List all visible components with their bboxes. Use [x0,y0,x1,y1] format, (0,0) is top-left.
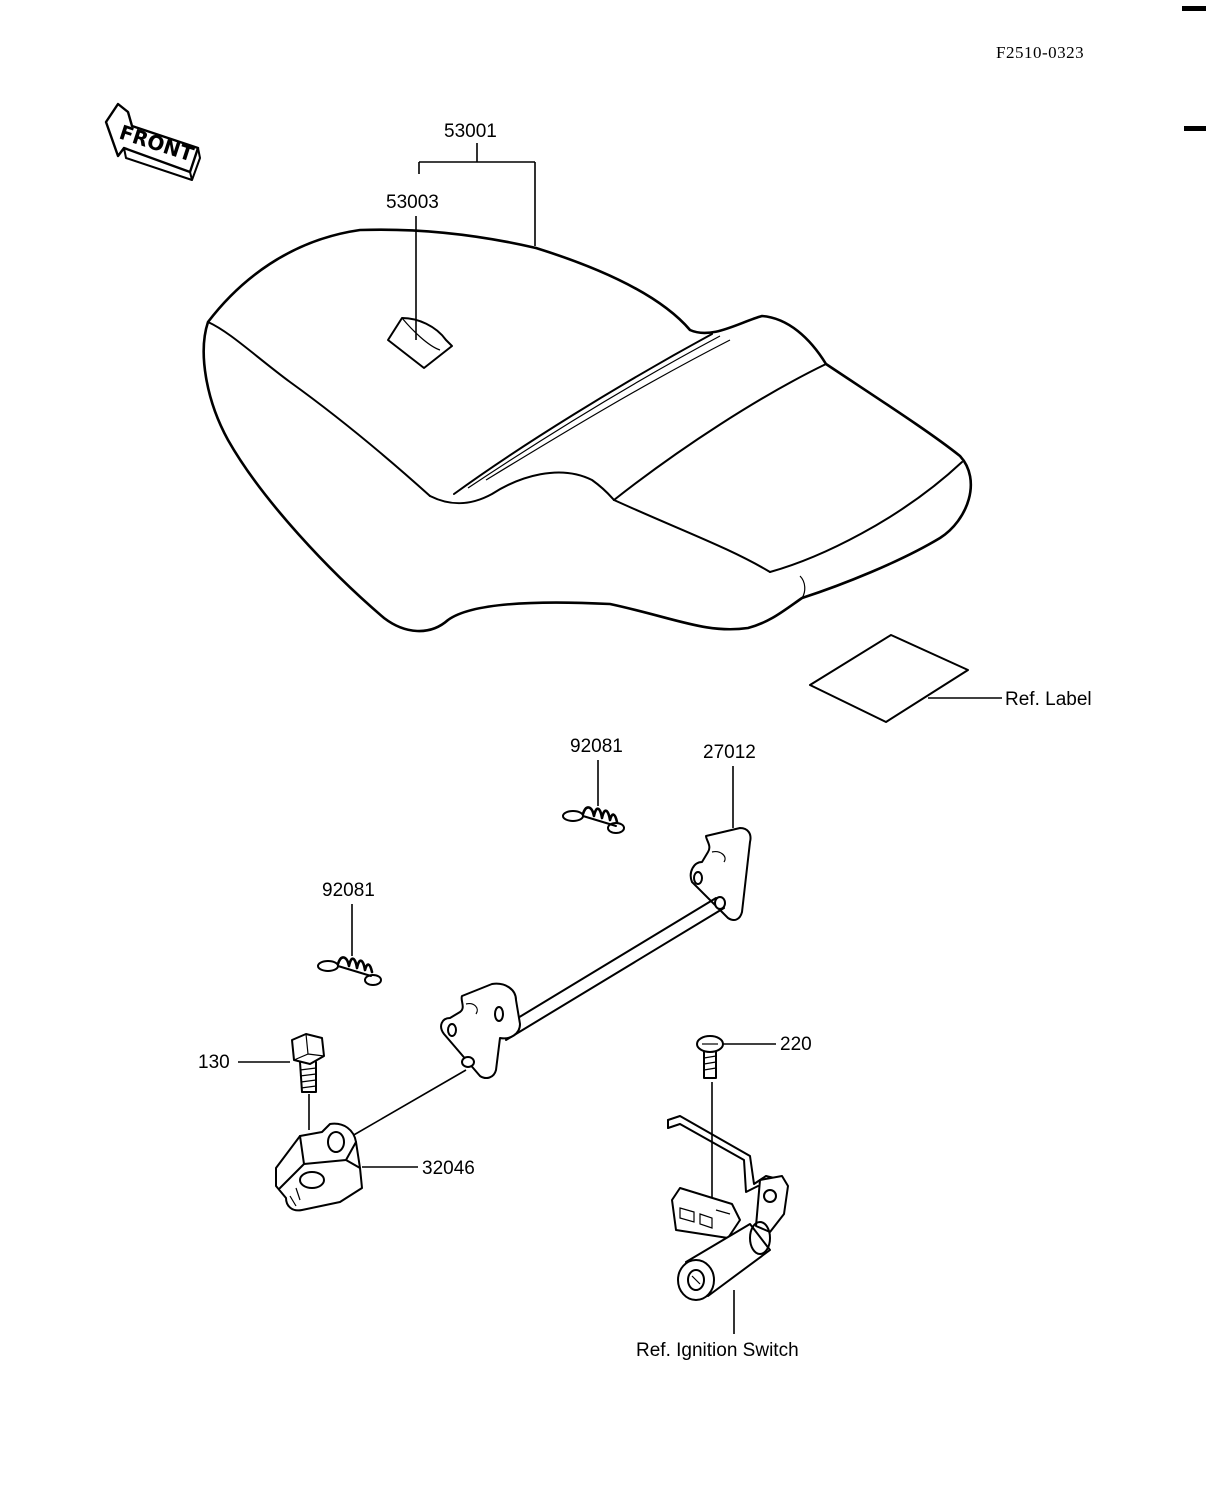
spring-upper [562,806,625,834]
seat-assembly [202,228,973,633]
callout-130: 130 [198,1052,230,1073]
callout-ref-ignition-switch: Ref. Ignition Switch [636,1340,799,1361]
bracket [275,1122,363,1212]
callout-ref-label: Ref. Label [1005,689,1092,710]
edge-mark-middle [1184,126,1206,131]
ref-label-sticker: Ref. Label [809,634,1092,723]
hook-rod [440,827,752,1079]
edge-mark-top [1182,6,1206,11]
callout-92081-lower: 92081 [322,880,375,901]
callout-27012: 27012 [703,742,756,763]
ignition-lock-assembly [667,1115,789,1334]
spring-lower [317,956,382,986]
callout-53003: 53003 [386,192,439,213]
bolt [291,1033,325,1130]
callout-32046: 32046 [422,1158,475,1179]
screw [696,1035,724,1200]
callout-92081-upper: 92081 [570,736,623,757]
callout-220: 220 [780,1034,812,1055]
document-code: F2510-0323 [996,43,1084,62]
front-arrow-icon: FRONT [104,102,201,181]
callout-53001: 53001 [444,121,497,142]
